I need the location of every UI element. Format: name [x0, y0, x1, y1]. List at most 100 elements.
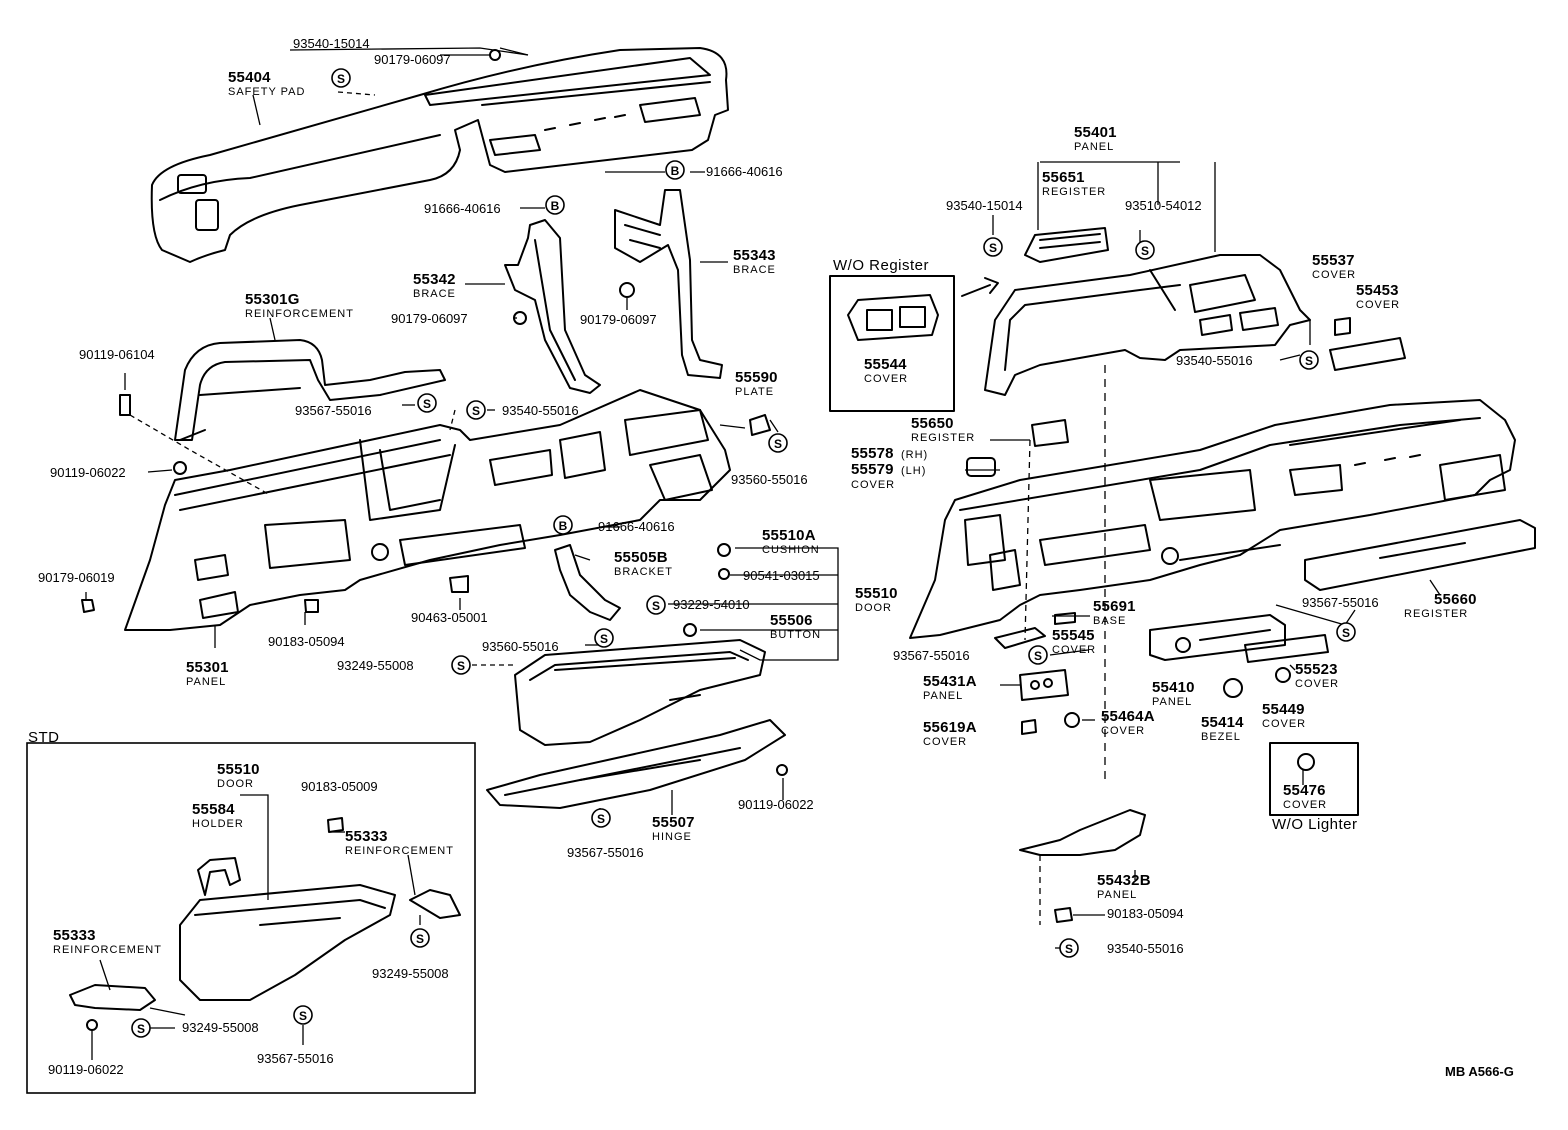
part-number: 55505B: [614, 549, 668, 566]
ref-number: 90179-06097: [391, 311, 468, 326]
ref-number: 93560-55016: [482, 639, 559, 654]
symbol-s: S: [597, 812, 605, 826]
part-number: 55651: [1042, 169, 1085, 186]
part-name: BRACE: [733, 264, 776, 276]
panel-55410-drawing: [1149, 614, 1286, 661]
part-number: 55404: [228, 69, 271, 86]
part-number: 55464A: [1101, 708, 1155, 725]
part-number: 55510A: [762, 527, 816, 544]
panel-55401-drawing: [984, 254, 1311, 396]
part-number: 55660: [1434, 591, 1477, 608]
wo-register-frame: [829, 275, 955, 412]
part-name: PANEL: [923, 690, 964, 702]
ref-number: 93540-15014: [293, 36, 370, 51]
part-name: HOLDER: [192, 818, 244, 830]
ref-number: 93540-55016: [1107, 941, 1184, 956]
part-name: (RH): [901, 449, 929, 461]
ref-number: 91666-40616: [598, 519, 675, 534]
part-name: COVER: [851, 479, 896, 491]
part-number: 55590: [735, 369, 778, 386]
part-number: 55410: [1152, 679, 1195, 696]
register-55650-drawing: [1031, 419, 1069, 447]
ref-number: 93567-55016: [295, 403, 372, 418]
part-number: 55506: [770, 612, 813, 629]
register-55660-drawing: [1304, 519, 1536, 591]
wo-register-label: W/O Register: [833, 257, 930, 274]
symbol-s: S: [652, 599, 660, 613]
cover-55523-drawing: [1244, 634, 1329, 663]
ref-number: 90179-06097: [580, 312, 657, 327]
ref-number: 90541-03015: [743, 568, 820, 583]
main-panel-55301-drawing: [124, 389, 731, 631]
part-number: 55510: [855, 585, 898, 602]
part-name: REINFORCEMENT: [245, 308, 354, 320]
part-name: HINGE: [652, 831, 692, 843]
part-number: 55453: [1356, 282, 1399, 299]
part-name: COVER: [1052, 644, 1097, 656]
std-section-label: STD: [28, 729, 60, 746]
part-name: REINFORCEMENT: [53, 944, 162, 956]
part-number: 55333: [345, 828, 388, 845]
ref-number: 93567-55016: [257, 1051, 334, 1066]
ref-number: 91666-40616: [706, 164, 783, 179]
ref-number: 90183-05094: [1107, 906, 1184, 921]
dashboard-assembly-drawing: [909, 399, 1516, 639]
part-name: PLATE: [735, 386, 775, 398]
symbol-s: S: [600, 632, 608, 646]
wo-lighter-frame: [1269, 742, 1359, 816]
part-name: COVER: [923, 736, 968, 748]
symbol-s: S: [989, 241, 997, 255]
cover-55464a-drawing: [1064, 712, 1080, 728]
std-frame: [26, 742, 476, 1094]
cover-55544-drawing: [847, 294, 939, 341]
ref-number: 93540-55016: [502, 403, 579, 418]
part-number: 55619A: [923, 719, 977, 736]
symbol-s: S: [423, 397, 431, 411]
part-number: 55537: [1312, 252, 1355, 269]
part-number: 55431A: [923, 673, 977, 690]
symbol-s: S: [1305, 354, 1313, 368]
part-name: REGISTER: [1042, 186, 1107, 198]
cover-55537-drawing: [1334, 317, 1351, 336]
symbol-s: S: [472, 404, 480, 418]
bracket-55505b-drawing: [554, 544, 621, 621]
part-name: DOOR: [217, 778, 254, 790]
cover-55449-drawing: [1275, 667, 1291, 683]
wo-lighter-label: W/O Lighter: [1272, 816, 1358, 833]
drawing-code: MB A566-G: [1445, 1064, 1514, 1079]
part-number: 55510: [217, 761, 260, 778]
part-name: CUSHION: [762, 544, 820, 556]
ref-number: 93510-54012: [1125, 198, 1202, 213]
part-name: BEZEL: [1201, 731, 1241, 743]
symbol-s: S: [337, 72, 345, 86]
ref-number: 93540-55016: [1176, 353, 1253, 368]
symbol-b: B: [671, 164, 680, 178]
part-name: PANEL: [186, 676, 227, 688]
part-name: PANEL: [1074, 141, 1115, 153]
ref-number: 93560-55016: [731, 472, 808, 487]
register-55660-slot: [1379, 542, 1466, 559]
symbol-s: S: [299, 1009, 307, 1023]
arrow-shaft: [961, 284, 991, 297]
ref-number: 93249-55008: [182, 1020, 259, 1035]
ref-number: 93249-55008: [337, 658, 414, 673]
symbol-s: S: [1034, 649, 1042, 663]
ref-number: 90119-06104: [79, 347, 155, 362]
part-name: PANEL: [1097, 889, 1138, 901]
panel-55432b-drawing: [1019, 809, 1146, 856]
symbol-b: B: [559, 519, 568, 533]
ref-number: 91666-40616: [424, 201, 501, 216]
bezel-55414-drawing: [1223, 678, 1243, 698]
ref-number: 93249-55008: [372, 966, 449, 981]
fastener-symbols: [131, 68, 1356, 1038]
part-name: BRACE: [413, 288, 456, 300]
ref-number: 90179-06019: [38, 570, 115, 585]
part-number: 55343: [733, 247, 776, 264]
part-number: 55523: [1295, 661, 1338, 678]
part-number: 55545: [1052, 627, 1095, 644]
part-number: 55432B: [1097, 872, 1151, 889]
symbol-s: S: [1141, 244, 1149, 258]
symbol-s: S: [457, 659, 465, 673]
